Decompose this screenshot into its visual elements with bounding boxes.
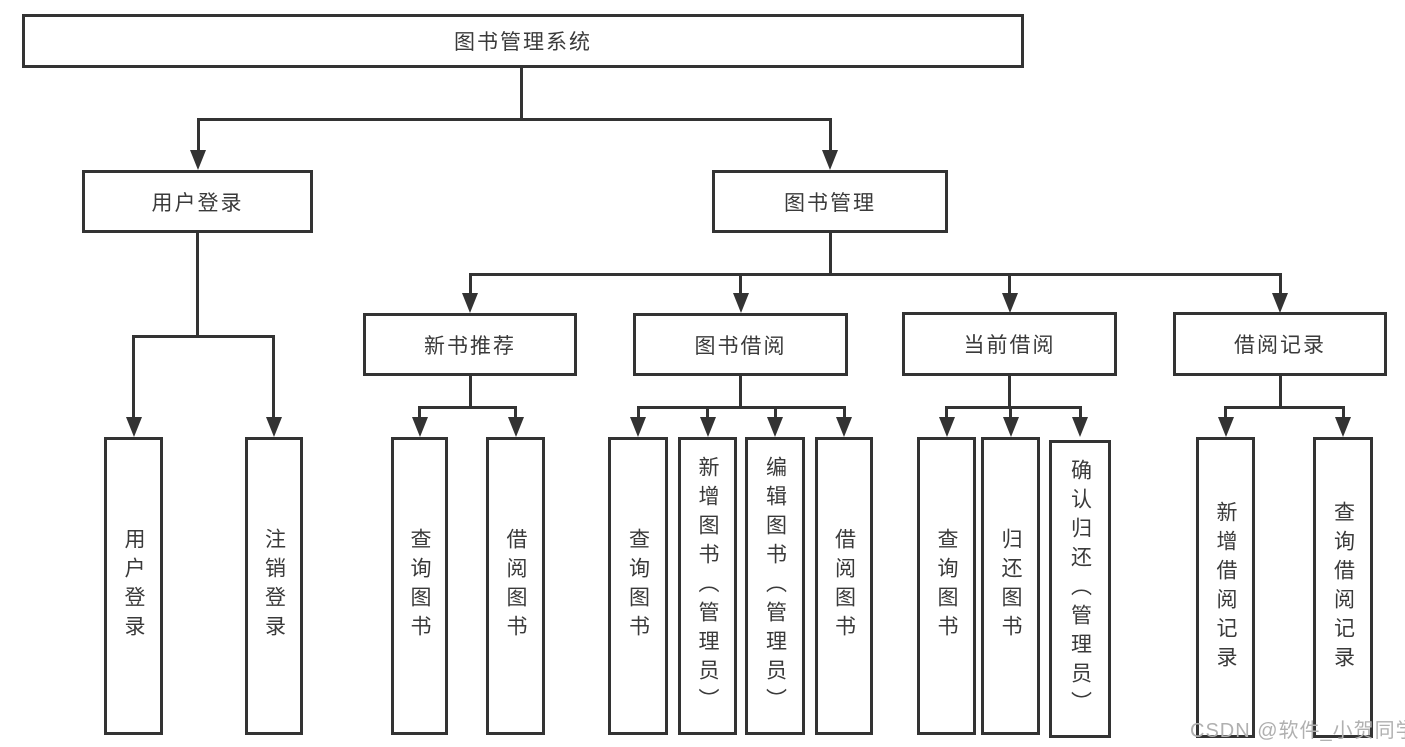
- arrowhead-down-icon: [507, 417, 524, 437]
- leaf-label: 确认归还（管理员）: [1068, 458, 1092, 720]
- node-current-borrowing: 当前借阅: [902, 312, 1117, 376]
- leaf-edit-books-admin: 编辑图书（管理员）: [745, 437, 805, 735]
- connector-vline: [272, 335, 275, 419]
- connector-vline: [1078, 406, 1082, 420]
- leaf-label: 借阅图书: [504, 528, 527, 644]
- connector-vline: [468, 376, 472, 409]
- connector-vline: [1224, 406, 1227, 420]
- arrowhead-down-icon: [190, 150, 206, 170]
- leaf-label: 注销登录: [262, 528, 286, 644]
- leaf-query-books-2: 查询图书: [608, 437, 668, 735]
- leaf-query-books-1: 查询图书: [391, 437, 448, 735]
- connector-hline: [418, 406, 517, 409]
- connector-hline: [468, 273, 1282, 276]
- leaf-label: 新增图书（管理员）: [696, 455, 719, 717]
- leaf-logout: 注销登录: [245, 437, 303, 735]
- connector-hline: [636, 406, 846, 409]
- arrowhead-down-icon: [1217, 417, 1234, 437]
- connector-vline: [520, 66, 523, 121]
- connector-vline: [514, 406, 517, 420]
- csdn-watermark: CSDN @软件_小贺同学: [1190, 720, 1405, 742]
- node-borrowing-records: 借阅记录: [1173, 312, 1387, 376]
- leaf-label: 新增借阅记录: [1214, 500, 1237, 675]
- connector-vline: [196, 118, 200, 154]
- leaf-label: 用户登录: [122, 528, 145, 644]
- leaf-user-login: 用户登录: [104, 437, 163, 735]
- node-new-book-recommend: 新书推荐: [363, 313, 577, 376]
- arrowhead-down-icon: [938, 417, 955, 437]
- leaf-borrow-books-1: 借阅图书: [486, 437, 545, 735]
- connector-vline: [828, 118, 832, 154]
- arrowhead-down-icon: [732, 293, 749, 313]
- arrowhead-down-icon: [836, 417, 852, 437]
- connector-vline: [1008, 376, 1011, 409]
- connector-vline: [739, 273, 742, 297]
- arrowhead-down-icon: [1272, 293, 1288, 313]
- node-user-login: 用户登录: [82, 170, 313, 233]
- connector-hline: [196, 118, 832, 121]
- arrowhead-down-icon: [630, 417, 646, 437]
- node-book-borrowing: 图书借阅: [633, 313, 848, 376]
- leaf-label: 编辑图书（管理员）: [763, 455, 787, 717]
- arrowhead-down-icon: [699, 417, 716, 437]
- leaf-label: 借阅图书: [832, 528, 856, 644]
- arrowhead-down-icon: [1001, 293, 1018, 313]
- arrowhead-down-icon: [822, 150, 838, 170]
- connector-vline: [196, 231, 199, 337]
- leaf-add-borrow-record: 新增借阅记录: [1196, 437, 1255, 738]
- node-library-management-system: 图书管理系统: [22, 14, 1024, 68]
- connector-vline: [1009, 406, 1012, 420]
- connector-vline: [468, 273, 472, 297]
- leaf-label: 查询图书: [626, 528, 650, 644]
- connector-vline: [945, 406, 948, 420]
- node-book-management: 图书管理: [712, 170, 948, 233]
- leaf-label: 归还图书: [999, 528, 1022, 644]
- arrowhead-down-icon: [1072, 417, 1088, 437]
- connector-hline: [132, 335, 275, 338]
- arrowhead-down-icon: [462, 293, 478, 313]
- arrowhead-down-icon: [125, 417, 142, 437]
- leaf-borrow-books-2: 借阅图书: [815, 437, 873, 735]
- arrowhead-down-icon: [411, 417, 428, 437]
- leaf-label: 查询借阅记录: [1331, 500, 1355, 675]
- arrowhead-down-icon: [1002, 417, 1019, 437]
- connector-vline: [1341, 406, 1345, 420]
- connector-hline: [1224, 406, 1345, 409]
- connector-vline: [828, 233, 832, 276]
- arrowhead-down-icon: [767, 417, 783, 437]
- connector-vline: [132, 335, 135, 419]
- leaf-return-books: 归还图书: [981, 437, 1040, 735]
- arrowhead-down-icon: [1335, 417, 1351, 437]
- connector-vline: [1278, 376, 1282, 409]
- leaf-add-books-admin: 新增图书（管理员）: [678, 437, 737, 735]
- connector-vline: [636, 406, 640, 420]
- connector-vline: [1008, 273, 1011, 297]
- leaf-label: 查询图书: [408, 528, 431, 644]
- leaf-confirm-return-admin: 确认归还（管理员）: [1049, 440, 1111, 738]
- leaf-query-books-3: 查询图书: [917, 437, 976, 735]
- connector-vline: [773, 406, 777, 420]
- leaf-label: 查询图书: [935, 528, 958, 644]
- leaf-query-borrow-record: 查询借阅记录: [1313, 437, 1373, 738]
- connector-vline: [418, 406, 421, 420]
- connector-hline: [945, 406, 1082, 409]
- connector-vline: [1278, 273, 1282, 297]
- arrowhead-down-icon: [265, 417, 282, 437]
- connector-vline: [706, 406, 709, 420]
- connector-vline: [842, 406, 846, 420]
- connector-vline: [739, 376, 742, 409]
